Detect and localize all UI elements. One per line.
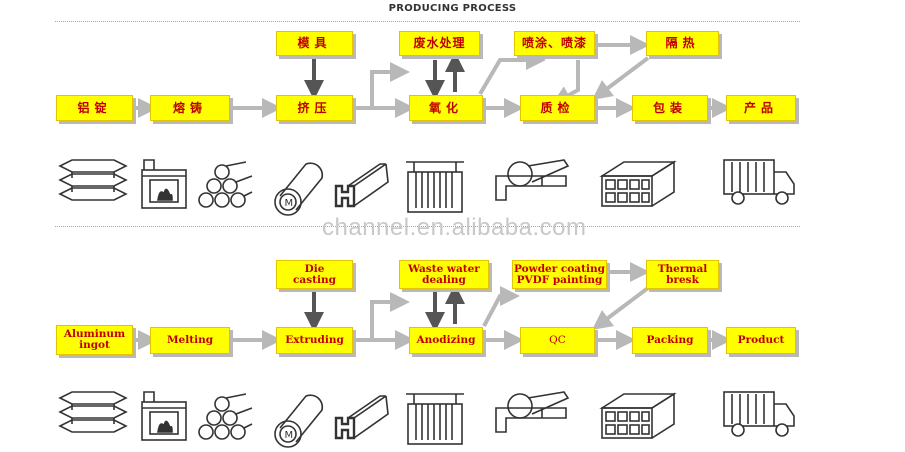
ingot-stack-icon <box>54 156 132 214</box>
page-title: PRODUCING PROCESS <box>388 3 517 14</box>
box-powder-cn: 喷涂、喷漆 <box>514 31 595 56</box>
svg-text:M: M <box>285 198 294 209</box>
furnace-icon <box>138 388 190 448</box>
packed-tubes-icon <box>598 388 678 446</box>
qc-gauge-icon <box>492 388 570 442</box>
watermark: channel.en.alibaba.com <box>322 214 587 241</box>
box-extruding-cn: 挤压 <box>276 95 353 121</box>
box-thermal-en: Thermal bresk <box>646 260 719 289</box>
h-profile-icon <box>330 156 394 214</box>
qc-gauge-icon <box>492 156 570 210</box>
box-waste-water-en: Waste water dealing <box>399 260 489 289</box>
log-pile-icon <box>196 388 254 446</box>
box-packing-cn: 包装 <box>632 95 708 121</box>
top-divider <box>55 21 800 22</box>
middle-divider <box>55 226 800 227</box>
die-mold-icon: M <box>270 388 330 452</box>
furnace-icon <box>138 156 190 216</box>
box-qc-cn: 质检 <box>520 95 595 121</box>
box-die-en: Die casting <box>276 260 353 289</box>
box-ingot-en: Aluminum ingot <box>56 325 133 355</box>
packed-tubes-icon <box>598 156 678 214</box>
truck-icon <box>720 388 800 444</box>
ingot-stack-icon <box>54 388 132 446</box>
box-melting-en: Melting <box>150 327 230 354</box>
anodizing-tank-icon <box>404 388 466 450</box>
box-waste-water-cn: 废水处理 <box>399 31 480 56</box>
anodizing-tank-icon <box>404 156 466 218</box>
box-thermal-cn: 隔热 <box>646 31 719 56</box>
box-product-cn: 产品 <box>726 95 796 121</box>
box-anodizing-en: Anodizing <box>409 327 483 354</box>
h-profile-icon <box>330 388 394 446</box>
box-qc-en: QC <box>520 327 595 354</box>
box-packing-en: Packing <box>632 327 708 354</box>
box-melting-cn: 熔铸 <box>150 95 230 121</box>
box-die-cn: 模具 <box>276 31 353 56</box>
box-anodizing-cn: 氧化 <box>409 95 483 121</box>
truck-icon <box>720 156 800 212</box>
log-pile-icon <box>196 156 254 214</box>
svg-text:M: M <box>285 430 294 441</box>
die-mold-icon: M <box>270 156 330 220</box>
box-powder-en: Powder coating PVDF painting <box>512 260 607 289</box>
box-extruding-en: Extruding <box>276 327 353 354</box>
box-ingot-cn: 铝锭 <box>56 95 133 121</box>
box-product-en: Product <box>726 327 796 354</box>
